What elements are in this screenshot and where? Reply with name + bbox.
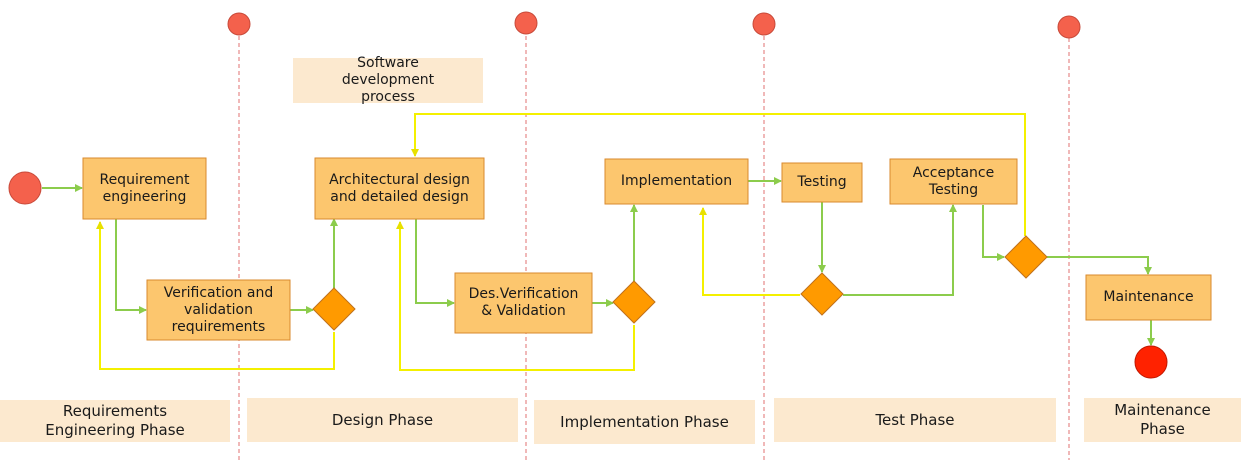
feedback-decision3-to-impl — [699, 207, 800, 296]
box-des-verification — [454, 272, 593, 334]
edge-decision3-to-acceptance — [843, 204, 957, 296]
box-implementation — [604, 158, 749, 205]
phase-design: Design Phase — [247, 398, 518, 442]
divider-marker-2 — [514, 11, 538, 35]
feedback-decision2-to-arch — [396, 221, 635, 371]
decision-2 — [612, 280, 656, 324]
edge-acceptance-to-decision4 — [982, 205, 1005, 261]
edge-arch-to-desvv — [415, 219, 455, 307]
label-testing: Testing — [797, 174, 847, 190]
start-node — [8, 171, 42, 205]
feedback-decision1-to-req — [96, 221, 335, 370]
edge-req-to-vv — [115, 219, 147, 314]
box-requirement-engineering — [82, 157, 207, 220]
decision-4 — [1004, 235, 1048, 279]
label-maintenance: Maintenance — [1103, 289, 1194, 305]
phase-dividers — [238, 36, 1070, 460]
label-requirement-engineering: Requirement engineering — [99, 171, 190, 205]
phase-requirements-engineering: Requirements Engineering Phase — [0, 400, 230, 442]
feedback-decision4-to-arch — [411, 113, 1026, 236]
phase-implementation: Implementation Phase — [534, 400, 755, 444]
label-architectural-design: Architectural design and detailed design — [329, 171, 470, 205]
phase-test: Test Phase — [774, 398, 1056, 442]
decision-diamonds — [312, 235, 1048, 331]
end-node — [1134, 345, 1168, 379]
divider-marker-4 — [1057, 15, 1081, 39]
divider-markers — [227, 11, 1081, 39]
label-implementation: Implementation — [620, 173, 733, 189]
box-architectural-design — [314, 157, 485, 220]
label-des-verification: Des.Verification & Validation — [468, 286, 579, 319]
divider-marker-3 — [752, 12, 776, 36]
decision-1 — [312, 287, 356, 331]
label-acceptance-testing: Acceptance Testing — [912, 164, 995, 198]
box-maintenance — [1085, 274, 1212, 321]
box-testing — [781, 162, 863, 203]
box-acceptance-testing — [889, 158, 1018, 205]
diagram-title: Software development process — [293, 55, 483, 105]
label-verification-validation-requirements: Verification and validation requirements — [163, 284, 274, 335]
box-verification-validation-requirements — [146, 279, 291, 341]
process-boxes — [82, 157, 1212, 341]
green-flows — [42, 177, 1155, 346]
decision-3 — [800, 272, 844, 316]
phase-maintenance: Maintenance Phase — [1084, 398, 1241, 442]
yellow-flows — [96, 113, 1026, 371]
edge-decision4-to-maintenance — [1047, 256, 1152, 275]
divider-marker-1 — [227, 12, 251, 36]
